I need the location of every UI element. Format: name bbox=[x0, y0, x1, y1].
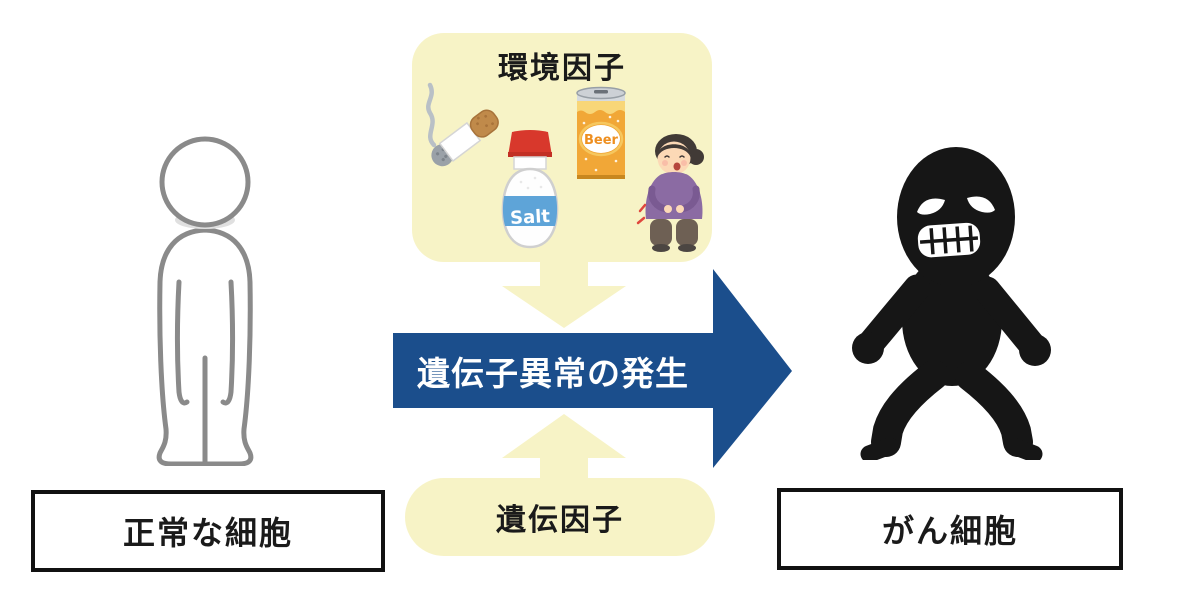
beer-label: Beer bbox=[584, 133, 619, 148]
environmental-factors-title: 環境因子 bbox=[498, 51, 626, 86]
salt-bottle-icon: Salt bbox=[501, 130, 559, 249]
genetic-factors-pill: 遺伝因子 bbox=[405, 478, 715, 556]
down-arrow bbox=[502, 260, 626, 328]
cancer-monster-figure bbox=[852, 147, 1051, 460]
genetic-factors-label: 遺伝因子 bbox=[496, 503, 624, 538]
salt-label: Salt bbox=[510, 206, 551, 229]
normal-cell-box: 正常な細胞 bbox=[31, 490, 385, 572]
normal-cell-label: 正常な細胞 bbox=[122, 514, 293, 552]
cancer-cell-label: がん細胞 bbox=[881, 512, 1018, 550]
environmental-factors-box: 環境因子 bbox=[412, 33, 712, 262]
up-arrow bbox=[502, 414, 626, 480]
main-arrow-label: 遺伝子異常の発生 bbox=[417, 353, 689, 393]
normal-person-figure bbox=[156, 136, 254, 466]
main-arrow bbox=[393, 269, 792, 468]
obese-person-icon bbox=[636, 134, 704, 252]
cigarette-icon bbox=[426, 82, 499, 167]
beer-can-icon: Beer bbox=[576, 86, 626, 179]
cancer-cell-box: がん細胞 bbox=[777, 488, 1123, 570]
